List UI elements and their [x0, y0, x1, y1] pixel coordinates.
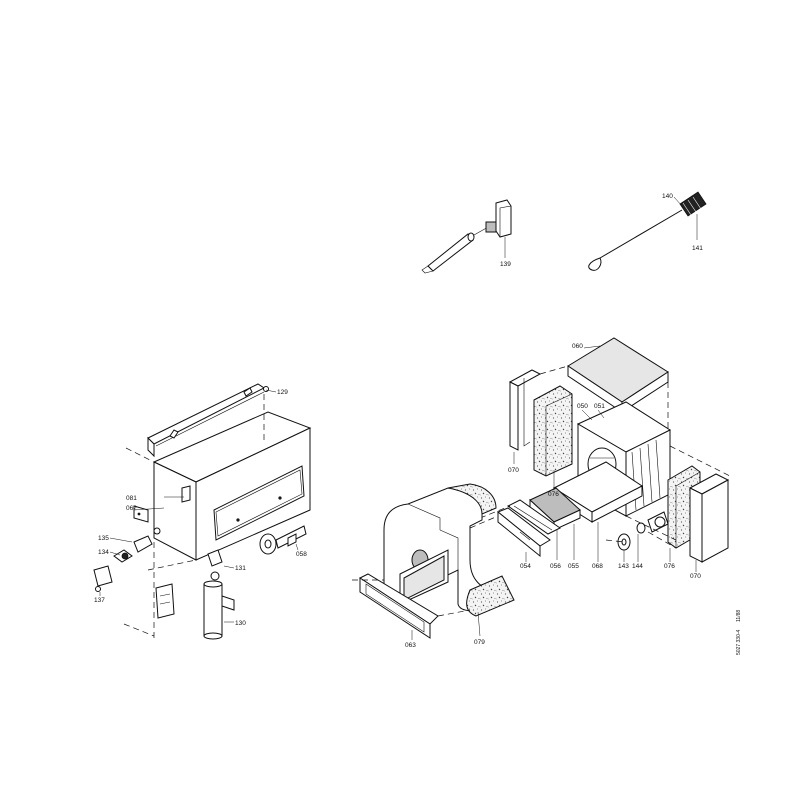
- hood-shell-assembly: [352, 483, 515, 640]
- label-062: 062: [126, 505, 137, 512]
- label-081: 081: [126, 495, 137, 502]
- label-055: 055: [568, 563, 579, 570]
- label-134: 134: [98, 549, 109, 556]
- label-131: 131: [235, 565, 246, 572]
- drawing-code-block: 5027 330-4 11/88: [736, 610, 742, 655]
- label-056: 056: [550, 563, 561, 570]
- label-060: 060: [572, 343, 583, 350]
- label-140: 140: [662, 193, 673, 200]
- label-070-left: 070: [508, 467, 519, 474]
- label-051: 051: [594, 403, 605, 410]
- label-137: 137: [94, 597, 105, 604]
- drawing-date: 11/88: [736, 610, 742, 622]
- part-number-labels: 129 081 062 135 134 137 131 130 058 139 …: [94, 193, 703, 649]
- label-143: 143: [618, 563, 629, 570]
- label-130: 130: [235, 620, 246, 627]
- label-068: 068: [592, 563, 603, 570]
- label-129: 129: [277, 389, 288, 396]
- label-054: 054: [520, 563, 531, 570]
- firebox-housing-assembly: [93, 383, 312, 640]
- label-076-right: 076: [664, 563, 675, 570]
- label-063: 063: [405, 642, 416, 649]
- label-139: 139: [500, 261, 511, 268]
- label-135: 135: [98, 535, 109, 542]
- drawing-code: 5027 330-4: [736, 629, 742, 655]
- label-079: 079: [474, 639, 485, 646]
- label-050: 050: [577, 403, 588, 410]
- label-141: 141: [692, 245, 703, 252]
- label-076-left: 076: [548, 491, 559, 498]
- label-070-right: 070: [690, 573, 701, 580]
- label-144: 144: [632, 563, 643, 570]
- label-058: 058: [296, 551, 307, 558]
- rod-coupling-assembly: [421, 199, 512, 274]
- stove-body-assembly: [469, 337, 731, 572]
- poker-tool-assembly: [588, 191, 707, 271]
